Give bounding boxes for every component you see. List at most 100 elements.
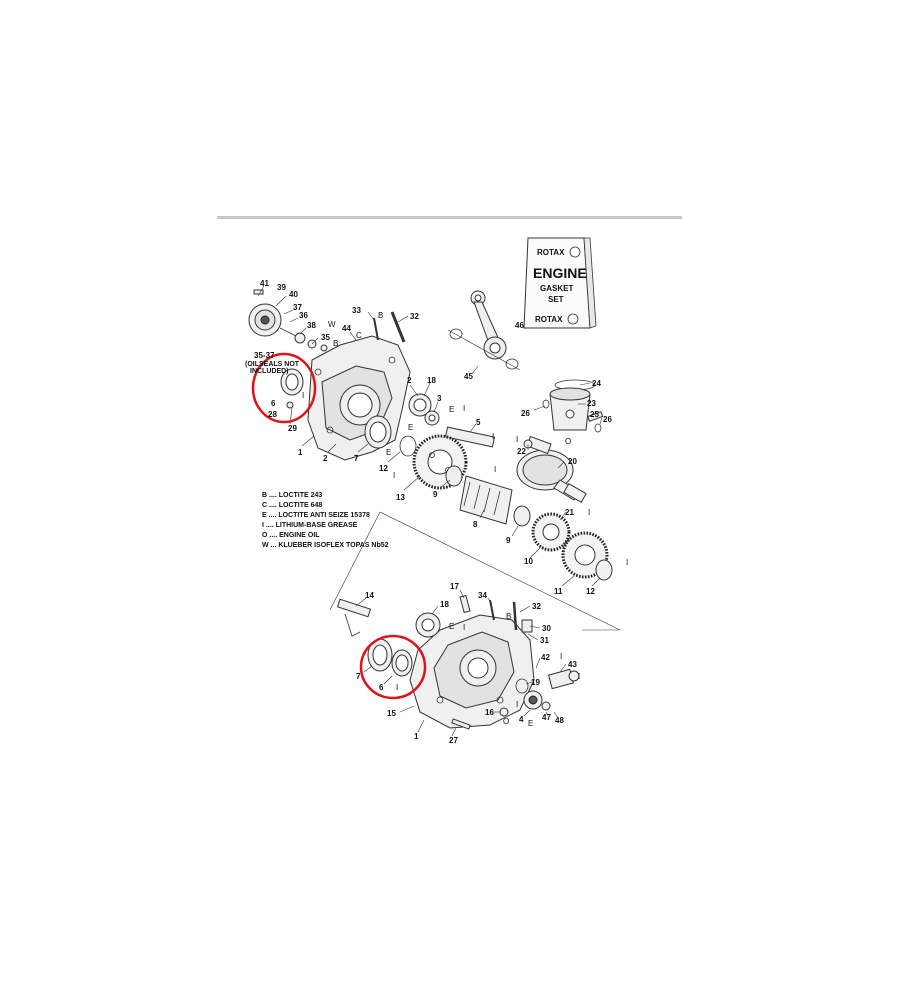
callout-9-right: 9: [506, 536, 511, 545]
symbol-w: W: [328, 320, 336, 329]
legend-line-i: I .... LITHIUM-BASE GREASE: [262, 522, 358, 529]
callout-38: 38: [307, 321, 316, 330]
oil-seal-note-line1: (OILSEALS NOT: [245, 361, 300, 368]
gear-10[interactable]: [531, 512, 571, 552]
oil-seal-7-upper[interactable]: [364, 415, 392, 449]
connecting-rod[interactable]: [447, 290, 521, 371]
legend-line-e: E .... LOCTITE ANTI SEIZE 15378: [262, 512, 370, 519]
callout-18-upper: 18: [427, 376, 436, 385]
bolt-33[interactable]: [373, 317, 379, 341]
symbol-i: I: [393, 471, 395, 480]
bolt-16[interactable]: [499, 707, 509, 717]
symbol-o: O: [565, 437, 571, 446]
bearing-18-lower[interactable]: [415, 612, 441, 638]
dowel-17[interactable]: [459, 594, 471, 614]
crankshaft[interactable]: [516, 435, 587, 504]
callout-10: 10: [524, 557, 533, 566]
stud-32-upper[interactable]: [390, 311, 406, 343]
stud-32-lower[interactable]: [512, 601, 518, 631]
bolt-27[interactable]: [451, 718, 471, 730]
symbol-i: I: [463, 404, 465, 413]
callout-5: 5: [476, 418, 481, 427]
symbol-e: E: [408, 423, 413, 432]
ring-12-upper[interactable]: [399, 435, 417, 457]
symbol-i: I: [492, 432, 494, 441]
callout-45: 45: [464, 372, 473, 381]
lubricant-symbols: W B C B I E I E E I I I I O I I B E I I …: [302, 311, 628, 728]
bearing-4[interactable]: [523, 690, 543, 710]
callout-2-upper: 2: [323, 454, 328, 463]
brp-logo-icon: [567, 313, 579, 325]
symbol-i: I: [516, 435, 518, 444]
symbol-e: E: [449, 622, 454, 631]
symbol-i: I: [588, 508, 590, 517]
assembly-frame-line: [329, 511, 621, 631]
callout-7-upper: 7: [354, 454, 359, 463]
symbol-b: B: [378, 311, 383, 320]
stud-34-lower[interactable]: [489, 599, 495, 621]
legend-line-w: W ... KLUEBER ISOFLEX TOPAS Nb52: [262, 542, 389, 549]
highlight-circle-lower-seal: [359, 634, 427, 700]
oil-seal-note-line2: INCLUDED): [250, 368, 289, 375]
symbol-b: B: [333, 339, 338, 348]
callout-39: 39: [277, 283, 286, 292]
symbol-i: I: [396, 683, 398, 692]
callout-26-right: 26: [603, 415, 612, 424]
callout-3: 3: [437, 394, 442, 403]
oil-seal-note-range: 35-37: [254, 351, 275, 360]
gear-11[interactable]: [561, 531, 609, 579]
legend-line-b: B .... LOCTITE 243: [262, 492, 322, 499]
callout-37: 37: [293, 303, 302, 312]
oil-seal-6-lower[interactable]: [391, 649, 413, 677]
callout-12-right: 12: [586, 587, 595, 596]
callout-labels: 41 39 40 37 36 38 35 6 28 29 1 2 7 12 13…: [260, 279, 612, 745]
bearing-9-left[interactable]: [445, 465, 463, 487]
card-brand-top: ROTAX: [537, 248, 565, 257]
callout-20: 20: [568, 457, 577, 466]
callout-46: 46: [515, 321, 524, 330]
callout-40: 40: [289, 290, 298, 299]
gasket-set-card[interactable]: ROTAX ENGINE GASKET SET ROTAX: [523, 237, 597, 329]
symbol-i: I: [494, 465, 496, 474]
bearing-9-right[interactable]: [513, 505, 531, 527]
callout-7-lower: 7: [356, 672, 361, 681]
water-pump[interactable]: [248, 289, 328, 352]
callout-42: 42: [541, 653, 550, 662]
symbol-i: I: [302, 391, 304, 400]
ring-12-right[interactable]: [595, 559, 613, 581]
callout-34: 34: [478, 591, 487, 600]
callout-4: 4: [519, 715, 524, 724]
callout-24: 24: [592, 379, 601, 388]
piston[interactable]: [542, 379, 604, 433]
callout-35: 35: [321, 333, 330, 342]
callout-21: 21: [565, 508, 574, 517]
callout-47: 47: [542, 713, 551, 722]
sensor-30[interactable]: [521, 619, 533, 633]
bearing-3[interactable]: [424, 410, 440, 426]
callout-43: 43: [568, 660, 577, 669]
oil-seal-upper[interactable]: [280, 368, 304, 409]
callout-33: 33: [352, 306, 361, 315]
callout-14: 14: [365, 591, 374, 600]
seal-19[interactable]: [515, 678, 529, 694]
callout-23: 23: [587, 399, 596, 408]
callout-19: 19: [531, 678, 540, 687]
balancer-8[interactable]: [459, 475, 513, 525]
symbol-o: O: [503, 717, 509, 726]
plug-47[interactable]: [541, 701, 551, 711]
callout-8: 8: [473, 520, 478, 529]
shift-fork-14[interactable]: [336, 598, 372, 637]
starter-43[interactable]: [547, 668, 580, 690]
callout-9-left: 9: [433, 490, 438, 499]
crankcase-half-upper[interactable]: [307, 335, 411, 461]
callout-28: 28: [268, 410, 277, 419]
brp-logo-icon: [569, 246, 581, 258]
balancer-shaft-5[interactable]: [444, 426, 496, 448]
callout-6-lower: 6: [379, 683, 384, 692]
callout-6-upper: 6: [271, 399, 276, 408]
lubricant-legend: B .... LOCTITE 243 C .... LOCTITE 648 E …: [262, 492, 389, 549]
callout-36: 36: [299, 311, 308, 320]
bearing-18-upper[interactable]: [408, 393, 432, 417]
crankcase-half-lower[interactable]: [409, 614, 535, 729]
